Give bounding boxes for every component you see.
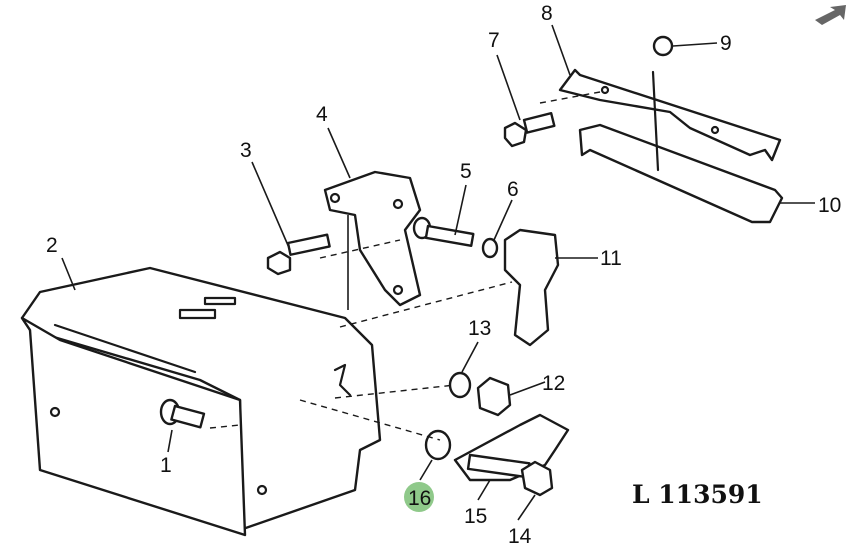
callout-3: 3: [240, 139, 252, 162]
callout-7: 7: [488, 29, 500, 52]
callout-11: 11: [600, 247, 622, 270]
plate-4: [323, 170, 422, 307]
callout-6: 6: [507, 178, 519, 201]
washer-13: [448, 371, 472, 399]
callout-13: 13: [468, 317, 491, 340]
main-bracket: [20, 266, 382, 537]
bolt-1: [159, 398, 206, 429]
reference-code: L 113591: [632, 480, 763, 509]
bolt-5: [412, 216, 475, 248]
callout-12: 12: [542, 372, 565, 395]
callout-14: 14: [508, 525, 532, 546]
bolt-7: [503, 112, 556, 148]
callout-2: 2: [46, 234, 58, 257]
lever-11: [503, 228, 560, 347]
upper-bracket-8: [558, 68, 782, 162]
lower-bracket-10: [578, 123, 784, 224]
callout-4: 4: [316, 103, 328, 126]
callout-16-highlight[interactable]: [404, 482, 434, 512]
callout-8: 8: [541, 2, 553, 25]
pin-9: [652, 35, 674, 57]
callout-9: 9: [720, 32, 732, 55]
nav-arrow-icon[interactable]: [815, 5, 846, 25]
callout-5: 5: [460, 160, 472, 183]
callout-16[interactable]: 16: [408, 487, 431, 510]
callout-15: 15: [464, 505, 487, 528]
washer-6: [481, 237, 499, 259]
bolt-3: [266, 233, 331, 276]
nut-12: [476, 376, 512, 417]
nut-14: [520, 460, 554, 497]
callout-10: 10: [818, 194, 841, 217]
callout-1: 1: [160, 454, 172, 477]
washer-16: [424, 429, 452, 461]
